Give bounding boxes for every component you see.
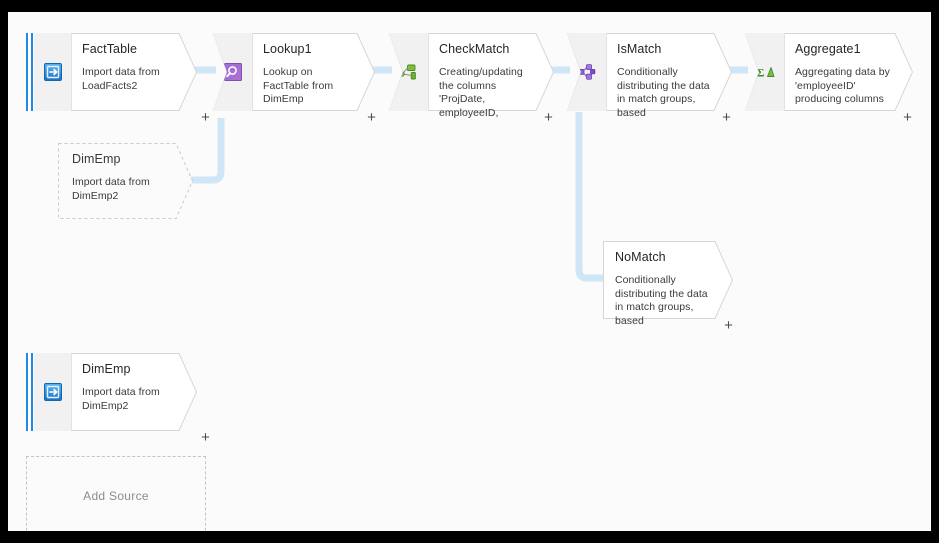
node-text: DimEmp Import data from DimEmp2 [71, 353, 181, 431]
connector-dimemp-lookup1 [190, 118, 225, 184]
source-accent-bar [25, 33, 34, 111]
node-dimemp-reference[interactable]: DimEmp Import data from DimEmp2 [58, 143, 194, 219]
node-description: Conditionally distributing the data in m… [615, 274, 708, 327]
node-text: NoMatch Conditionally distributing the d… [603, 241, 725, 327]
source-import-icon [43, 383, 62, 401]
node-title: Aggregate1 [795, 42, 861, 56]
node-text: FactTable Import data from LoadFacts2 [71, 33, 181, 111]
node-shape [58, 143, 194, 219]
node-text: Aggregate1 Aggregating data by 'employee… [784, 33, 902, 111]
data-flow-canvas[interactable]: FactTable Import data from LoadFacts2 + [8, 12, 931, 531]
node-text: IsMatch Conditionally distributing the d… [606, 33, 722, 119]
node-aggregate1[interactable]: Σ Aggregate1 Aggregating data by 'employ… [744, 33, 914, 125]
node-lookup1[interactable]: Lookup1 Lookup on FactTable from DimEmp … [212, 33, 376, 125]
node-description: Import data from DimEmp2 [72, 176, 150, 202]
add-next-step-button[interactable]: + [722, 109, 731, 126]
node-text: CheckMatch Creating/updating the columns… [428, 33, 544, 119]
add-next-step-button[interactable]: + [201, 109, 210, 126]
node-text: DimEmp Import data from DimEmp2 [58, 143, 186, 219]
add-source-label: Add Source [83, 489, 149, 503]
lookup-magnifier-icon [223, 63, 242, 81]
add-next-step-button[interactable]: + [544, 109, 553, 126]
add-next-step-button[interactable]: + [367, 109, 376, 126]
node-nomatch[interactable]: NoMatch Conditionally distributing the d… [603, 241, 734, 333]
node-title: Lookup1 [263, 42, 312, 56]
node-dimemp-source[interactable]: DimEmp Import data from DimEmp2 + [25, 353, 210, 445]
node-description: Aggregating data by 'employeeID' produci… [795, 66, 890, 105]
add-source-button[interactable]: Add Source [26, 456, 206, 531]
node-title: IsMatch [617, 42, 662, 56]
node-description: Lookup on FactTable from DimEmp [263, 66, 334, 105]
aggregate-sigma-icon: Σ [756, 66, 774, 80]
add-next-step-button[interactable]: + [724, 317, 733, 334]
node-title: DimEmp [82, 362, 131, 376]
source-accent-bar [25, 353, 34, 431]
node-description: Creating/updating the columns 'ProjDate,… [439, 66, 523, 119]
node-text: Lookup1 Lookup on FactTable from DimEmp [252, 33, 364, 111]
node-description: Conditionally distributing the data in m… [617, 66, 710, 119]
source-import-icon [43, 63, 62, 81]
add-next-step-button[interactable]: + [903, 109, 912, 126]
icon-column [34, 353, 72, 431]
svg-text:Σ: Σ [756, 66, 764, 80]
connector-ismatch-nomatch [575, 112, 605, 282]
node-shape [603, 241, 734, 319]
node-title: DimEmp [72, 152, 121, 166]
node-ismatch[interactable]: IsMatch Conditionally distributing the d… [566, 33, 733, 125]
node-description: Import data from DimEmp2 [82, 386, 160, 412]
node-facttable[interactable]: FactTable Import data from LoadFacts2 + [25, 33, 210, 125]
node-description: Import data from LoadFacts2 [82, 66, 160, 92]
node-checkmatch[interactable]: CheckMatch Creating/updating the columns… [388, 33, 555, 125]
node-title: CheckMatch [439, 42, 510, 56]
icon-column [34, 33, 72, 111]
node-title: FactTable [82, 42, 138, 56]
add-next-step-button[interactable]: + [201, 429, 210, 446]
node-title: NoMatch [615, 250, 666, 264]
